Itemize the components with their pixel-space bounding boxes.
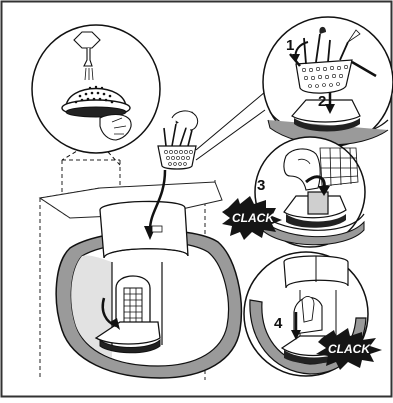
clack-burst-a: CLACK xyxy=(222,196,282,240)
lower-arrow xyxy=(148,169,167,231)
inset-step-3: 3 xyxy=(254,136,366,248)
cutlery-basket-small xyxy=(157,110,199,170)
clack-text-b: CLACK xyxy=(328,342,371,356)
appliance-body xyxy=(38,159,243,380)
inset-rinse xyxy=(31,24,161,166)
filter-tray xyxy=(94,321,161,345)
step-2-label: 2 xyxy=(318,93,326,110)
clack-burst-b: CLACK xyxy=(316,328,382,370)
step-3-label: 3 xyxy=(257,177,265,194)
inset-step-1-2: 1 2 xyxy=(262,16,393,148)
connector-lines xyxy=(195,91,266,161)
step-1-label: 1 xyxy=(286,37,294,54)
filter-housing xyxy=(115,275,151,331)
clack-text-a: CLACK xyxy=(232,211,275,225)
step-4-label: 4 xyxy=(274,315,283,332)
